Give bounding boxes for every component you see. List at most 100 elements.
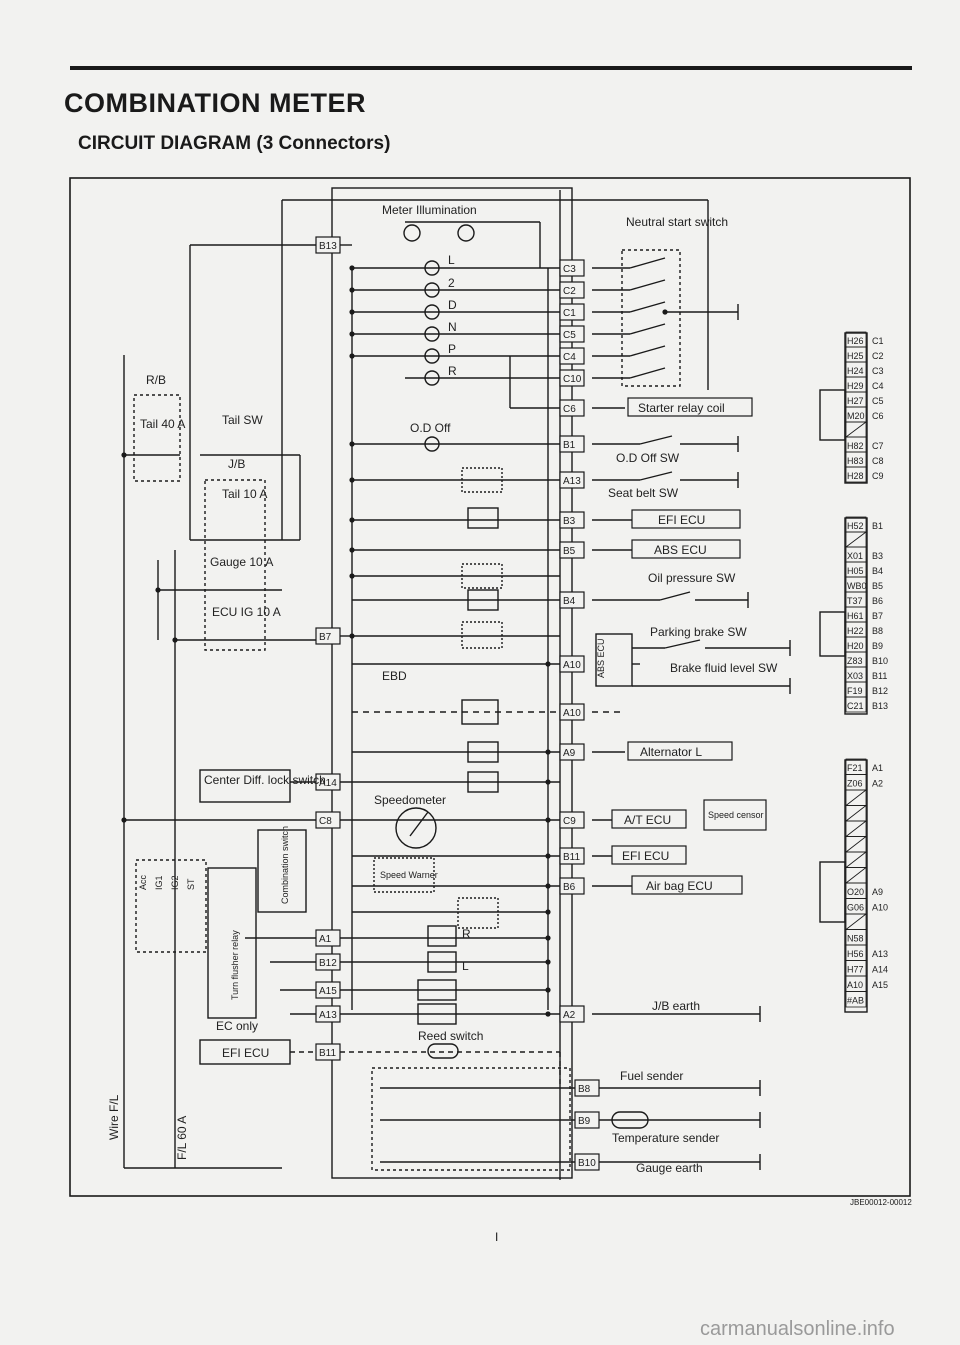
- pin-name: A15: [872, 980, 888, 990]
- pin-code: H28: [847, 471, 864, 481]
- pin-code: H61: [847, 611, 864, 621]
- starter-relay-coil-label: Starter relay coil: [638, 401, 725, 415]
- pin-name: B8: [872, 626, 883, 636]
- pin-cell: [845, 466, 867, 483]
- pin-code: O20: [847, 887, 864, 897]
- pin-code: #AB: [847, 996, 864, 1006]
- connector-a9-box: [559, 743, 585, 761]
- page-title: COMBINATION METER: [64, 88, 366, 118]
- connector-c4-label: C4: [563, 352, 576, 363]
- pin-code: Z06: [847, 779, 863, 789]
- connector-b9-box: [574, 1111, 600, 1129]
- connector-c3-label: C3: [563, 264, 576, 275]
- connector-b1-label: B1: [563, 440, 576, 451]
- brake-fluid-level-sw-label: Brake fluid level SW: [670, 661, 778, 675]
- jb-label: J/B: [228, 457, 245, 471]
- pin-name: B5: [872, 581, 883, 591]
- pin-code: M20: [847, 411, 865, 421]
- connector-a14-label: A14: [319, 778, 337, 789]
- shift-l-label: L: [448, 253, 455, 267]
- pin-cell: [845, 696, 867, 713]
- pin-code: A10: [847, 980, 863, 990]
- pin-code: H82: [847, 441, 864, 451]
- connector-c2-label: C2: [563, 286, 576, 297]
- meter-illumination-label: Meter Illumination: [382, 203, 477, 217]
- connector-a1-label: A1: [319, 934, 332, 945]
- connector-b10-label: B10: [578, 1158, 596, 1169]
- pin-empty: [845, 867, 867, 884]
- pin-name: B1: [872, 521, 883, 531]
- pin-name: C4: [872, 381, 884, 391]
- pin-empty: [845, 913, 867, 930]
- efi-ecu-label: EFI ECU: [658, 513, 705, 527]
- tail-sw-label: Tail SW: [222, 413, 263, 427]
- top-rule: [70, 66, 912, 70]
- abs-ecu-label: ABS ECU: [654, 543, 707, 557]
- parking-brake-sw-label: Parking brake SW: [650, 625, 747, 639]
- pin-code: H05: [847, 566, 864, 576]
- ebd-label: EBD: [382, 669, 407, 683]
- connector-c9-box: [559, 811, 585, 829]
- pin-name: B6: [872, 596, 883, 606]
- reed-switch-label: Reed switch: [418, 1029, 483, 1043]
- connector-a1-box: [315, 929, 341, 947]
- connector-a2-box: [559, 1005, 585, 1023]
- connector-a13-label: A13: [563, 476, 581, 487]
- diagram-frame: [69, 177, 911, 1197]
- pin-name: A14: [872, 965, 888, 975]
- efi-ecu-2-label: EFI ECU: [622, 849, 669, 863]
- tail-fuse-label: Tail 40 A: [140, 417, 185, 431]
- connector-c8-label: C8: [319, 816, 332, 827]
- pin-empty: [845, 851, 867, 868]
- watermark: carmanualsonline.info: [700, 1318, 895, 1340]
- speed-warner-label: Speed Warner: [380, 870, 438, 880]
- pin-name: C1: [872, 336, 884, 346]
- connector-c3-box: [559, 259, 585, 277]
- pin-name: B12: [872, 686, 888, 696]
- pin-empty: [845, 421, 867, 438]
- connector-b12-label: B12: [319, 958, 337, 969]
- pin-name: B4: [872, 566, 883, 576]
- pin-cell: [845, 991, 867, 1008]
- pin-code: H29: [847, 381, 864, 391]
- ecu-ig-10a-label: ECU IG 10 A: [212, 605, 281, 619]
- pin-code: WB0: [847, 581, 867, 591]
- pin-code: H22: [847, 626, 864, 636]
- connector-b5-box: [559, 541, 585, 559]
- speed-censor-label: Speed censor: [708, 810, 764, 820]
- rb-label: R/B: [146, 373, 166, 387]
- center-diff-label: Center Diff. lock switch: [204, 773, 326, 787]
- connector-b9-label: B9: [578, 1116, 591, 1127]
- acc-label: Acc: [138, 874, 148, 890]
- abs-ecu-vertical-label: ABS ECU: [596, 638, 606, 678]
- connector-b8-box: [574, 1079, 600, 1097]
- pin-name: C8: [872, 456, 884, 466]
- connector-c5-label: C5: [563, 330, 576, 341]
- connector-b13-label: B13: [319, 241, 337, 252]
- st-label: ST: [186, 878, 196, 890]
- figure-code: JBE00012-00012: [850, 1198, 912, 1207]
- pin-name: B10: [872, 656, 888, 666]
- pin-code: H24: [847, 366, 864, 376]
- connector-a2-label: A2: [563, 1010, 576, 1021]
- pin-name: C5: [872, 396, 884, 406]
- pin-code: F21: [847, 763, 863, 773]
- pin-name: A13: [872, 949, 888, 959]
- connector-a13-label: A13: [319, 1010, 337, 1021]
- pin-name: C3: [872, 366, 884, 376]
- pin-name: A10: [872, 903, 888, 913]
- connector-a14-box: [315, 773, 341, 791]
- pin-name: B13: [872, 701, 888, 711]
- pin-name: A9: [872, 887, 883, 897]
- temperature-sender-label: Temperature sender: [612, 1131, 719, 1145]
- pin-code: G06: [847, 903, 864, 913]
- neutral-start-switch-label: Neutral start switch: [626, 215, 728, 229]
- connector-a15-box: [315, 981, 341, 999]
- connector-c8-box: [315, 811, 341, 829]
- connector-c1-box: [559, 303, 585, 321]
- pin-name: A2: [872, 779, 883, 789]
- pin-code: Z83: [847, 656, 863, 666]
- pin-code: H25: [847, 351, 864, 361]
- oil-pressure-sw-label: Oil pressure SW: [648, 571, 736, 585]
